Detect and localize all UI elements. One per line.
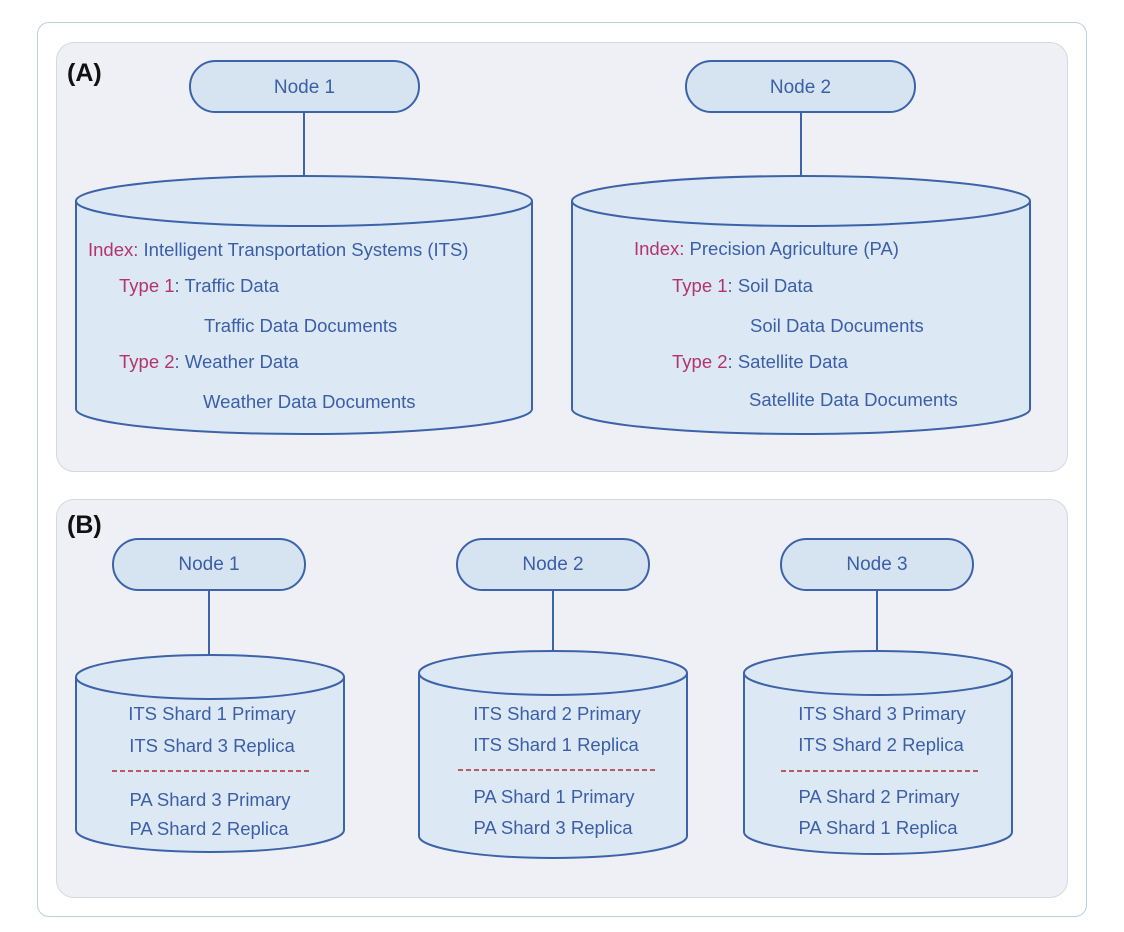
type1-value: : Soil Data [728,275,814,296]
type2-keyword: Type 2 [119,351,175,372]
type2-line: Type 2: Weather Data [119,351,299,372]
node-pill [112,538,306,591]
its-primary-shard: ITS Shard 1 Primary [128,703,296,724]
database-cylinder [743,650,1013,855]
node-label: Node 2 [522,554,583,575]
type2-line: Type 2: Satellite Data [672,351,849,372]
database-cylinder [75,175,533,435]
pa-primary-shard: PA Shard 2 Primary [798,786,960,807]
panel-b-node-3: Node 3 ITS Shard 3 Primary ITS Shard 2 R… [743,538,1013,855]
panel-a-node-2: Node 2 Index: Precision Agriculture (PA)… [571,60,1031,435]
type1-documents: Soil Data Documents [750,315,924,336]
its-replica-shard: ITS Shard 3 Replica [129,735,295,756]
pa-replica-shard: PA Shard 1 Replica [798,817,958,838]
type1-keyword: Type 1 [672,275,728,296]
database-cylinder [418,650,688,859]
its-primary-shard: ITS Shard 2 Primary [473,703,641,724]
panel-a-node-1: Node 1 Index: Intelligent Transportation… [75,60,533,435]
pa-primary-shard: PA Shard 1 Primary [473,786,635,807]
node-label: Node 1 [178,554,239,575]
index-line: Index: Precision Agriculture (PA) [634,238,899,259]
type2-value: : Satellite Data [728,351,849,372]
panel-b-node-2: Node 2 ITS Shard 2 Primary ITS Shard 1 R… [418,538,688,859]
pa-primary-shard: PA Shard 3 Primary [129,789,291,810]
its-replica-shard: ITS Shard 1 Replica [473,734,639,755]
pa-replica-shard: PA Shard 3 Replica [473,817,633,838]
node-pill [456,538,650,591]
its-replica-shard: ITS Shard 2 Replica [798,734,964,755]
index-value: Precision Agriculture (PA) [690,238,899,259]
type1-keyword: Type 1 [119,275,175,296]
node-pill [189,60,420,113]
panel-b-node-1: Node 1 ITS Shard 1 Primary ITS Shard 3 R… [75,538,345,853]
type1-line: Type 1: Traffic Data [119,275,280,296]
type2-documents: Weather Data Documents [203,391,416,412]
panel-b-label: (B) [67,511,102,539]
type2-keyword: Type 2 [672,351,728,372]
pa-replica-shard: PA Shard 2 Replica [129,818,289,839]
node-pill [780,538,974,591]
index-keyword: Index: [88,239,138,260]
type2-documents: Satellite Data Documents [749,389,958,410]
index-value: Intelligent Transportation Systems (ITS) [144,239,469,260]
type1-value: : Traffic Data [175,275,280,296]
node-pill [685,60,916,113]
index-keyword: Index: [634,238,684,259]
type1-documents: Traffic Data Documents [204,315,397,336]
node-label: Node 3 [846,554,907,575]
database-cylinder [75,654,345,853]
type1-line: Type 1: Soil Data [672,275,814,296]
node-label: Node 2 [770,77,831,98]
type2-value: : Weather Data [175,351,300,372]
index-line: Index: Intelligent Transportation System… [88,239,468,260]
database-cylinder [571,175,1031,435]
its-primary-shard: ITS Shard 3 Primary [798,703,966,724]
node-label: Node 1 [274,77,335,98]
panel-a-label: (A) [67,59,102,87]
